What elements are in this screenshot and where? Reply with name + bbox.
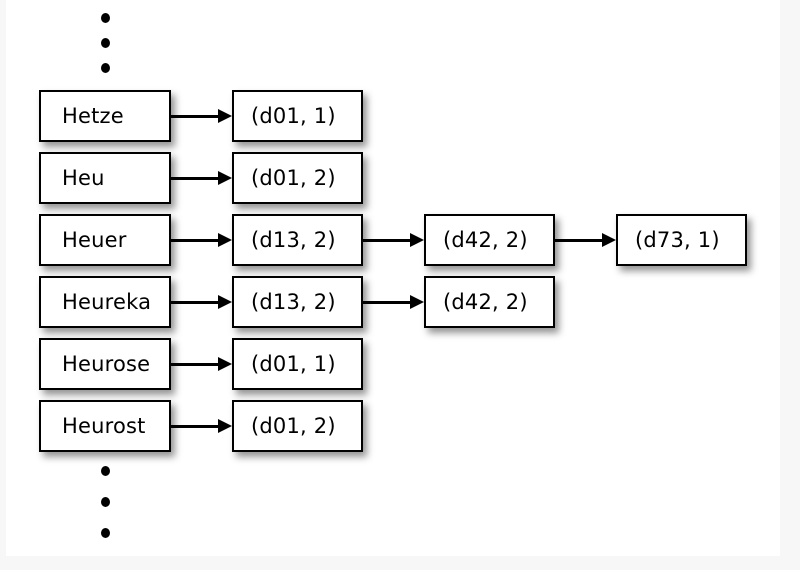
posting-box-4[interactable]: (d13, 2)	[232, 276, 363, 328]
term-box-heu[interactable]: Heu	[39, 152, 171, 204]
posting-box-5[interactable]: (d01, 1)	[232, 338, 363, 390]
posting-label: (d01, 1)	[251, 103, 336, 128]
posting-label: (d01, 2)	[251, 165, 336, 190]
posting-box-1[interactable]: (d01, 1)	[232, 90, 363, 142]
term-box-heurose[interactable]: Heurose	[39, 338, 171, 390]
bottom-ellipsis-dot-2	[101, 497, 110, 507]
posting-label: (d42, 2)	[443, 289, 528, 314]
term-label: Heurose	[62, 351, 151, 376]
term-box-heurost[interactable]: Heurost	[39, 400, 171, 452]
term-label: Heuer	[62, 227, 127, 252]
posting-label: (d13, 2)	[251, 289, 336, 314]
posting-box-9[interactable]: (d73, 1)	[616, 214, 747, 266]
term-box-heureka[interactable]: Heureka	[39, 276, 171, 328]
posting-box-3[interactable]: (d13, 2)	[232, 214, 363, 266]
posting-box-7[interactable]: (d42, 2)	[424, 214, 555, 266]
posting-label: (d01, 2)	[251, 413, 336, 438]
term-box-heuer[interactable]: Heuer	[39, 214, 171, 266]
term-label: Heu	[62, 165, 105, 190]
posting-label: (d01, 1)	[251, 351, 336, 376]
bottom-ellipsis-dot-3	[101, 528, 110, 538]
posting-box-6[interactable]: (d01, 2)	[232, 400, 363, 452]
term-label: Heureka	[62, 289, 152, 314]
term-box-hetze[interactable]: Hetze	[39, 90, 171, 142]
posting-box-8[interactable]: (d42, 2)	[424, 276, 555, 328]
top-ellipsis-dot-3	[101, 63, 110, 73]
bottom-ellipsis-dot-1	[101, 466, 110, 476]
term-label: Hetze	[62, 103, 124, 128]
posting-box-2[interactable]: (d01, 2)	[232, 152, 363, 204]
posting-label: (d73, 1)	[635, 227, 720, 252]
posting-label: (d42, 2)	[443, 227, 528, 252]
term-label: Heurost	[62, 413, 146, 438]
top-ellipsis-dot-2	[101, 38, 110, 48]
top-ellipsis-dot-1	[101, 13, 110, 23]
posting-label: (d13, 2)	[251, 227, 336, 252]
